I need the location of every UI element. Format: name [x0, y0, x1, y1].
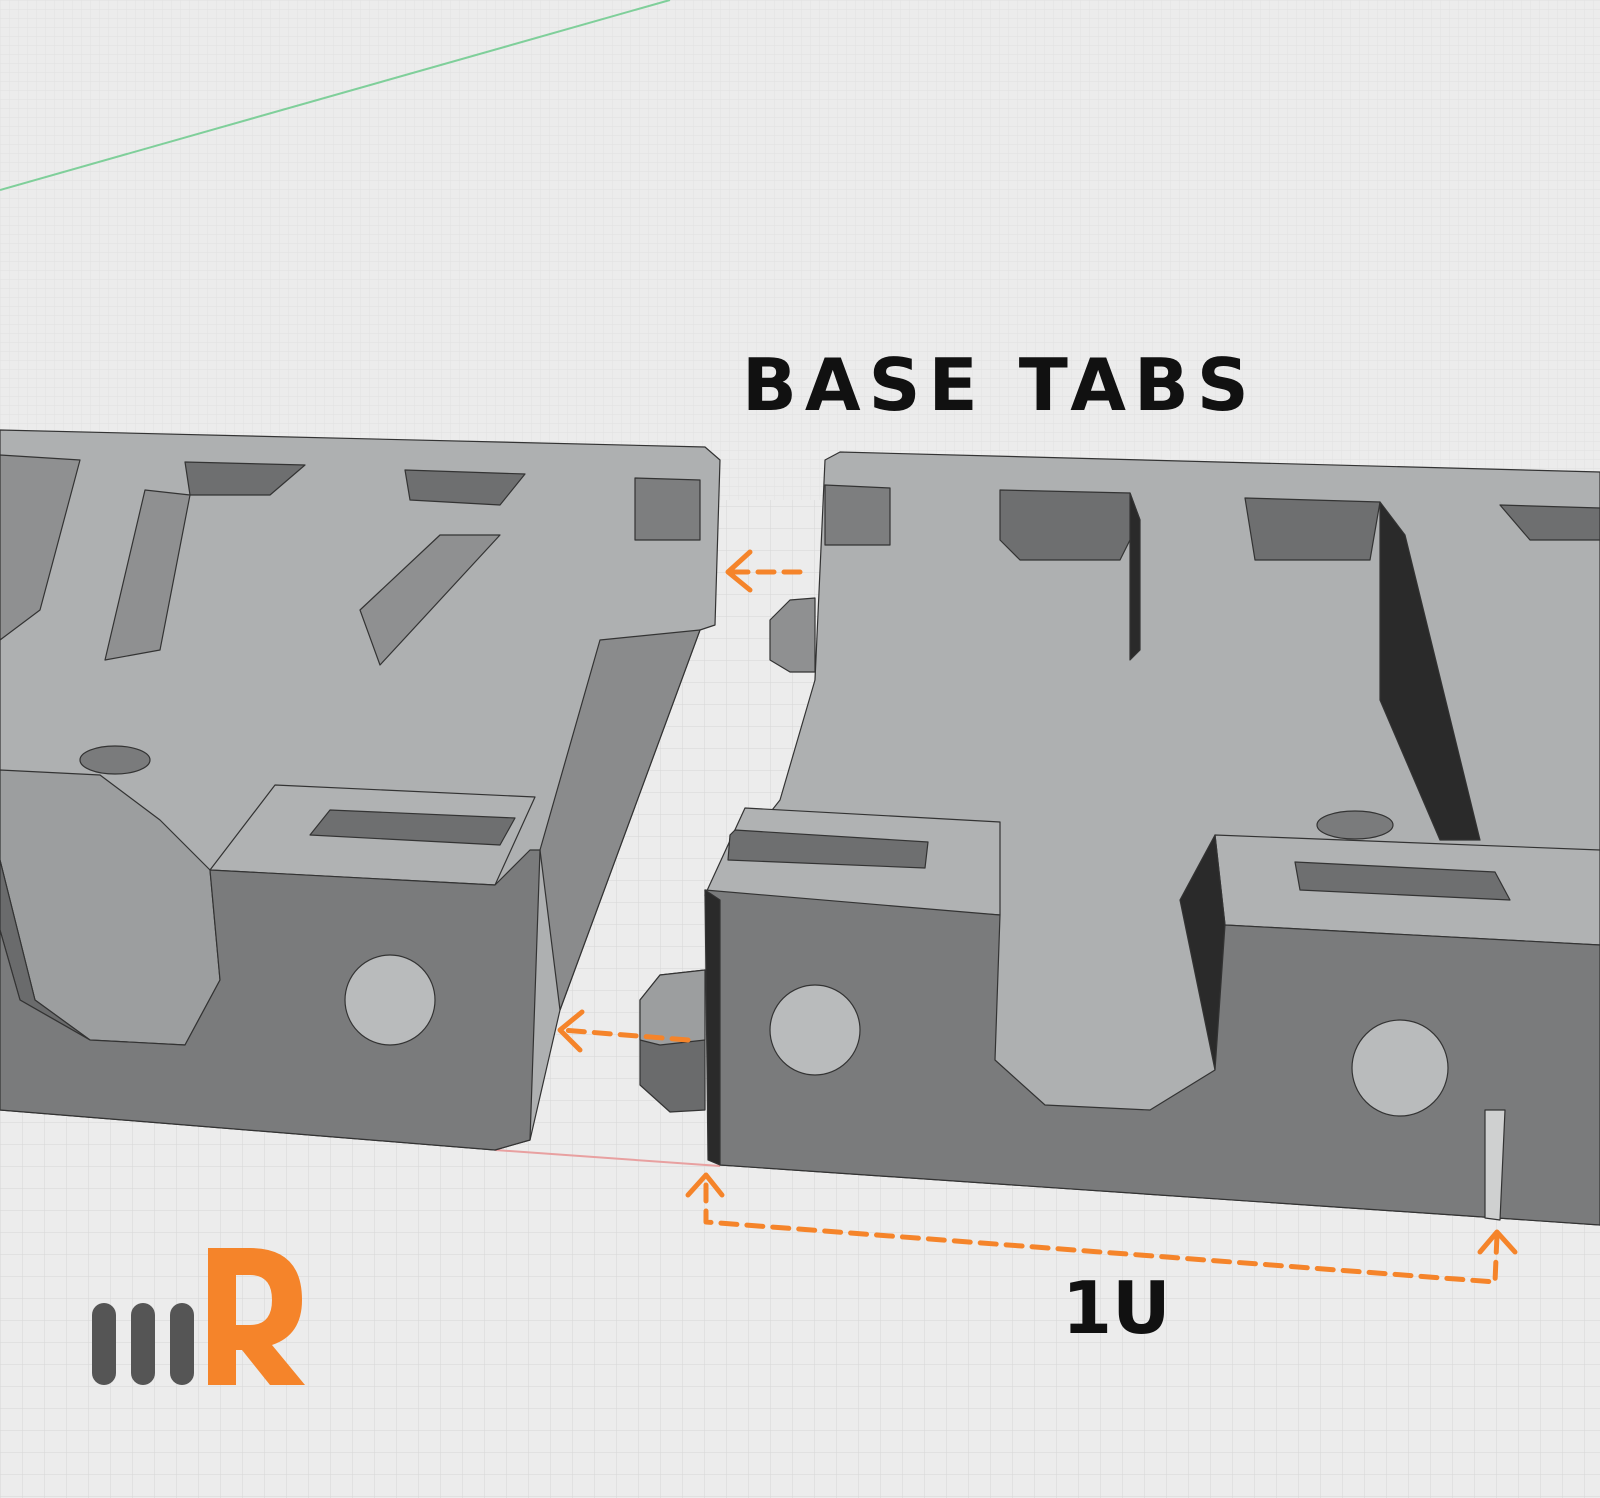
left-part — [0, 429, 721, 1151]
y-axis-line — [0, 0, 671, 191]
arrow-lower-tab — [559, 1027, 691, 1043]
base-tabs-label: BASE TABS — [742, 343, 1257, 427]
right-part — [639, 451, 1600, 1226]
annotation-arrows — [557, 549, 1518, 1285]
dimension-label: 1U — [1062, 1266, 1171, 1350]
floor-grid-far — [0, 0, 1600, 500]
dimension-bracket — [703, 1182, 1500, 1285]
base-tab-upper — [769, 597, 816, 673]
brand-logo — [92, 1248, 305, 1385]
screw-hole — [344, 954, 436, 1046]
x-axis-line — [494, 1149, 721, 1167]
